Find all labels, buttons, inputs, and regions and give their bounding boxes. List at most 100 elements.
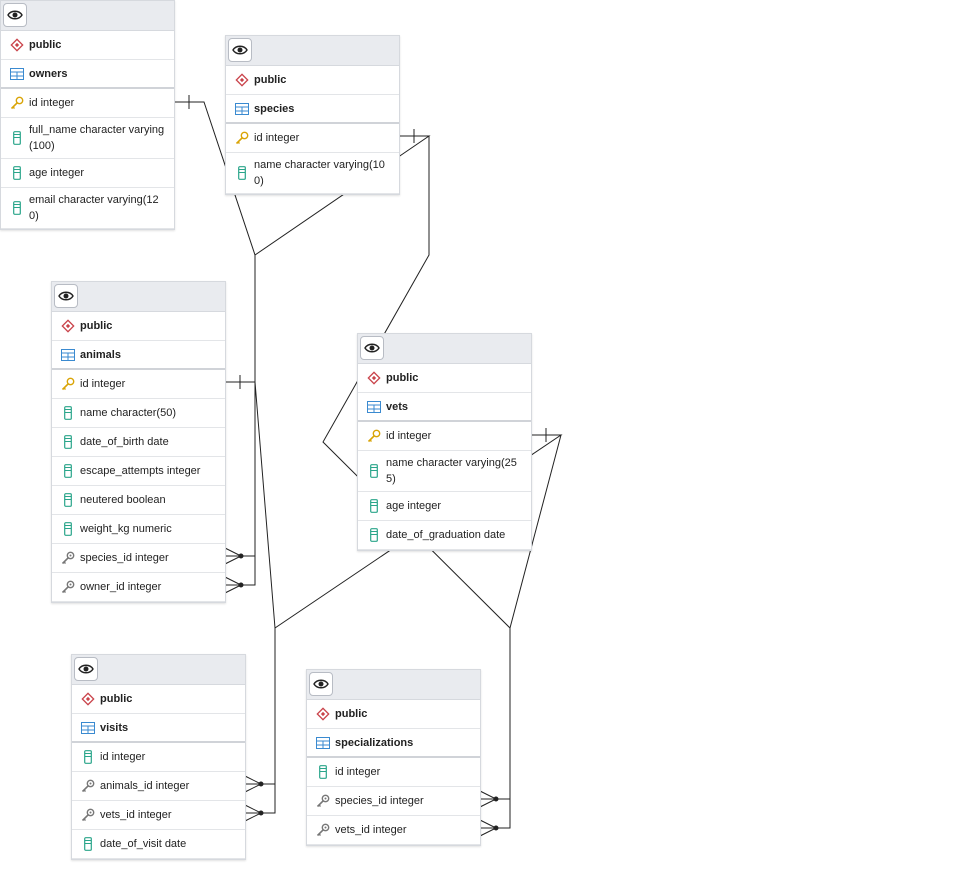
table-icon — [80, 720, 96, 736]
column-label: id integer — [80, 378, 126, 390]
column-row[interactable]: owner_id integer — [52, 573, 225, 602]
eye-icon[interactable] — [3, 3, 27, 27]
schema-icon — [315, 706, 331, 722]
column-row[interactable]: species_id integer — [307, 787, 480, 816]
table-header — [307, 670, 480, 700]
table-species[interactable]: public species id integer name character… — [225, 35, 400, 195]
column-label: animals_id integer — [100, 780, 190, 792]
column-icon — [60, 463, 76, 479]
column-label: owner_id integer — [80, 581, 162, 593]
table-header — [358, 334, 531, 364]
column-icon — [60, 434, 76, 450]
table-specializations[interactable]: public specializations id integer specie… — [306, 669, 481, 846]
column-row[interactable]: full_name character varying(100) — [1, 118, 174, 159]
column-row[interactable]: id integer — [226, 124, 399, 153]
table-visits[interactable]: public visits id integer animals_id inte… — [71, 654, 246, 860]
table-name: vets — [386, 400, 409, 413]
table-owners[interactable]: public owners id integer full_name chara… — [0, 0, 175, 230]
table-name: visits — [100, 721, 129, 734]
schema-row: public — [52, 312, 225, 341]
column-label: name character varying(100) — [254, 159, 385, 187]
column-icon — [60, 521, 76, 537]
table-name-row: owners — [1, 60, 174, 89]
column-row[interactable]: date_of_graduation date — [358, 521, 531, 550]
column-row[interactable]: id integer — [1, 89, 174, 118]
schema-label: public — [335, 708, 368, 720]
column-row[interactable]: animals_id integer — [72, 772, 245, 801]
table-vets[interactable]: public vets id integer name character va… — [357, 333, 532, 551]
column-row[interactable]: vets_id integer — [72, 801, 245, 830]
one-markers — [188, 95, 547, 442]
column-label: name character(50) — [80, 407, 176, 419]
column-label: species_id integer — [80, 552, 169, 564]
schema-icon — [80, 691, 96, 707]
column-label: vets_id integer — [100, 809, 172, 821]
table-icon — [60, 347, 76, 363]
foreign-key-icon — [315, 822, 331, 838]
table-name: specializations — [335, 736, 414, 749]
column-row[interactable]: id integer — [72, 743, 245, 772]
eye-icon[interactable] — [54, 284, 78, 308]
column-row[interactable]: vets_id integer — [307, 816, 480, 845]
column-icon — [9, 130, 25, 146]
column-label: id integer — [386, 430, 432, 442]
column-label: date_of_visit date — [100, 838, 187, 850]
schema-label: public — [100, 693, 133, 705]
primary-key-icon — [60, 376, 76, 392]
foreign-key-icon — [60, 550, 76, 566]
column-row[interactable]: weight_kg numeric — [52, 515, 225, 544]
column-label: id integer — [335, 766, 381, 778]
primary-key-icon — [9, 95, 25, 111]
foreign-key-icon — [80, 807, 96, 823]
schema-icon — [60, 318, 76, 334]
schema-row: public — [226, 66, 399, 95]
eye-icon[interactable] — [228, 38, 252, 62]
column-row[interactable]: name character(50) — [52, 399, 225, 428]
column-icon — [9, 165, 25, 181]
column-row[interactable]: id integer — [52, 370, 225, 399]
column-label: vets_id integer — [335, 824, 407, 836]
column-icon — [366, 463, 382, 479]
schema-label: public — [29, 39, 62, 51]
column-row[interactable]: name character varying(255) — [358, 451, 531, 492]
table-animals[interactable]: public animals id integer name character… — [51, 281, 226, 603]
table-icon — [315, 735, 331, 751]
schema-label: public — [386, 372, 419, 384]
table-name: animals — [80, 348, 121, 361]
column-icon — [60, 405, 76, 421]
schema-row: public — [72, 685, 245, 714]
column-row[interactable]: email character varying(120) — [1, 188, 174, 229]
eye-icon[interactable] — [74, 657, 98, 681]
column-row[interactable]: id integer — [358, 422, 531, 451]
column-label: id integer — [254, 132, 300, 144]
column-row[interactable]: species_id integer — [52, 544, 225, 573]
column-row[interactable]: age integer — [1, 159, 174, 188]
eye-icon[interactable] — [360, 336, 384, 360]
column-label: id integer — [100, 751, 146, 763]
schema-label: public — [254, 74, 287, 86]
column-row[interactable]: age integer — [358, 492, 531, 521]
column-label: species_id integer — [335, 795, 424, 807]
eye-icon[interactable] — [309, 672, 333, 696]
column-row[interactable]: name character varying(100) — [226, 153, 399, 194]
column-icon — [234, 165, 250, 181]
column-icon — [315, 764, 331, 780]
column-label: name character varying(255) — [386, 457, 517, 485]
table-header — [72, 655, 245, 685]
column-row[interactable]: date_of_birth date — [52, 428, 225, 457]
table-name-row: vets — [358, 393, 531, 422]
table-name-row: animals — [52, 341, 225, 370]
column-label: weight_kg numeric — [80, 523, 172, 535]
column-label: age integer — [29, 167, 85, 179]
column-row[interactable]: neutered boolean — [52, 486, 225, 515]
foreign-key-icon — [315, 793, 331, 809]
schema-icon — [234, 72, 250, 88]
column-label: date_of_graduation date — [386, 529, 506, 541]
table-header — [226, 36, 399, 66]
column-row[interactable]: escape_attempts integer — [52, 457, 225, 486]
column-row[interactable]: date_of_visit date — [72, 830, 245, 859]
column-row[interactable]: id integer — [307, 758, 480, 787]
column-icon — [80, 749, 96, 765]
table-header — [1, 1, 174, 31]
